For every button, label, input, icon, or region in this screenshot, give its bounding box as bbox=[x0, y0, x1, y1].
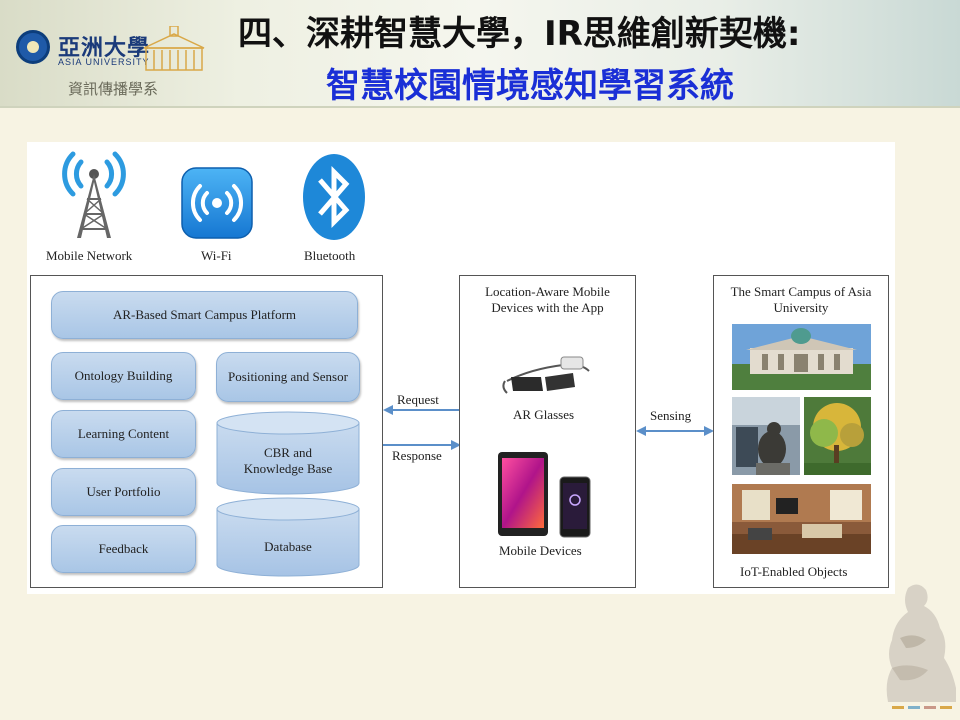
module-ontology: Ontology Building bbox=[51, 352, 196, 400]
logo-name: 亞洲大學 bbox=[58, 36, 151, 61]
network-label-wifi: Wi-Fi bbox=[201, 248, 232, 263]
sensing-arrow bbox=[636, 426, 714, 436]
campus-statue-photo bbox=[732, 397, 800, 475]
university-logo: 亞洲大學 ASIA UNIVERSITY bbox=[10, 26, 205, 76]
database-cylinder: Database bbox=[216, 497, 360, 577]
smartphone-icon bbox=[559, 476, 591, 538]
cell-tower-icon bbox=[62, 151, 126, 238]
slide-title: 四、深耕智慧大學，IR思維創新契機: bbox=[238, 14, 801, 54]
request-label: Request bbox=[397, 392, 439, 407]
slide-header: 亞洲大學 ASIA UNIVERSITY 資訊傳播學系 四、深耕智慧大學，IR思… bbox=[0, 0, 960, 108]
tablet-icon bbox=[498, 452, 548, 536]
devices-title: Location-Aware Mobile Devices with the A… bbox=[485, 284, 610, 316]
cbr-knowledge-base-cylinder: CBR and Knowledge Base bbox=[216, 411, 360, 495]
network-label-mobile: Mobile Network bbox=[46, 248, 133, 263]
bluetooth-icon bbox=[303, 154, 365, 240]
campus-building-photo bbox=[732, 324, 871, 390]
slide-subtitle: 智慧校園情境感知學習系統 bbox=[326, 66, 734, 106]
iot-objects-label: IoT-Enabled Objects bbox=[740, 564, 848, 579]
ar-glasses-label: AR Glasses bbox=[513, 407, 575, 422]
module-user-portfolio: User Portfolio bbox=[51, 468, 196, 516]
university-seal-icon bbox=[16, 30, 50, 64]
thinker-statue-icon bbox=[886, 584, 956, 702]
campus-garden-photo bbox=[804, 397, 871, 475]
module-learning-content: Learning Content bbox=[51, 410, 196, 458]
cbr-label: CBR and Knowledge Base bbox=[243, 445, 333, 477]
decorative-dashes bbox=[892, 706, 952, 709]
response-arrow bbox=[383, 440, 461, 450]
response-label: Response bbox=[392, 448, 442, 463]
logo-subtitle: ASIA UNIVERSITY bbox=[58, 57, 150, 67]
mobile-devices-label: Mobile Devices bbox=[499, 543, 582, 558]
campus-title: The Smart Campus of Asia University bbox=[730, 284, 872, 316]
ar-glasses-icon bbox=[502, 356, 590, 394]
devices-box bbox=[459, 275, 636, 588]
module-positioning: Positioning and Sensor bbox=[216, 352, 360, 402]
campus-room-photo bbox=[732, 484, 871, 554]
network-label-bluetooth: Bluetooth bbox=[304, 248, 356, 263]
sensing-label: Sensing bbox=[650, 408, 692, 423]
request-arrow bbox=[383, 405, 459, 415]
platform-title-pill: AR-Based Smart Campus Platform bbox=[51, 291, 358, 339]
wifi-icon bbox=[181, 167, 253, 239]
module-feedback: Feedback bbox=[51, 525, 196, 573]
department-label: 資訊傳播學系 bbox=[68, 80, 159, 98]
database-label: Database bbox=[264, 539, 312, 554]
building-icon bbox=[143, 26, 205, 71]
diagram-panel: Mobile Network Wi-Fi Bluetooth AR-Based … bbox=[27, 142, 895, 594]
